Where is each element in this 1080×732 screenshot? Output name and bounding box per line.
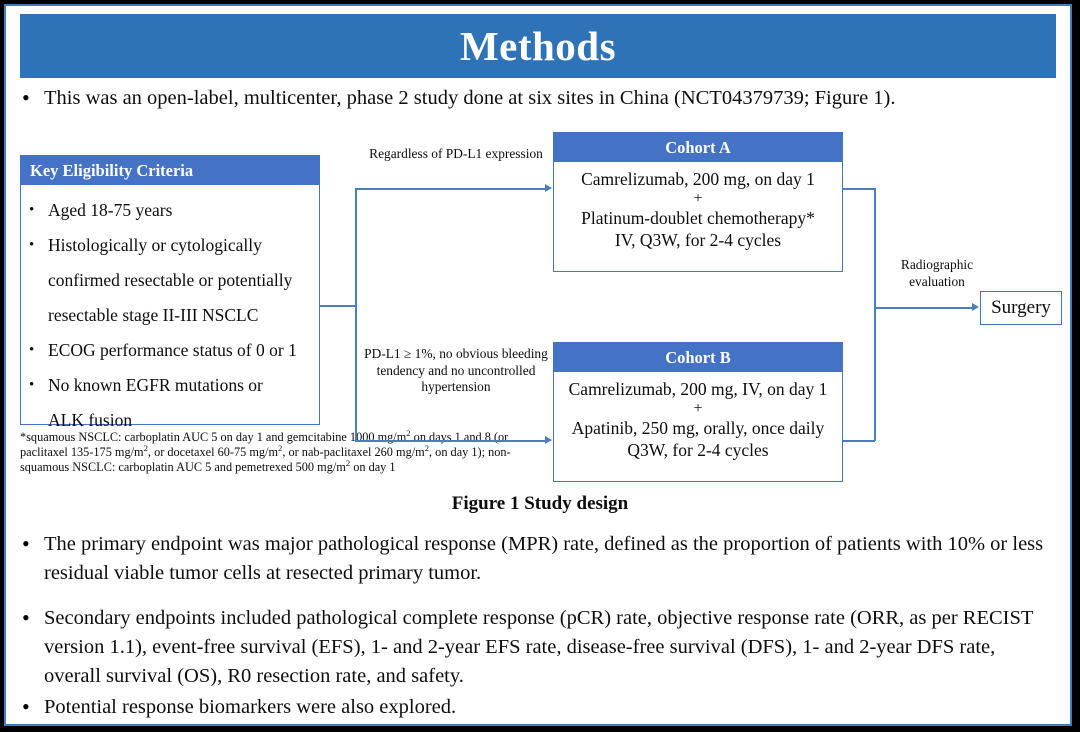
connector-split-upper [355, 188, 357, 306]
connector-stem [320, 305, 356, 307]
label-pdl1-regardless: Regardless of PD-L1 expression [369, 146, 543, 161]
biomarker-bullet-row: • Potential response biomarkers were als… [22, 693, 1054, 722]
eligibility-item-label: confirmed resectable or potentially [48, 270, 293, 290]
bullet-marker: • [22, 531, 30, 556]
footnote-line-3b: on day 1 [350, 460, 396, 475]
cohort-b-line-3: Q3W, for 2-4 cycles [627, 440, 769, 460]
slide-title-bar: Methods [20, 14, 1056, 78]
cohort-a-line-3: IV, Q3W, for 2-4 cycles [614, 230, 782, 250]
label-pdl1-threshold: PD-L1 ≥ 1%, no obvious bleeding tendency… [364, 346, 548, 394]
list-item: • Aged 18-75 years [29, 193, 313, 227]
arrowhead-icon [972, 303, 979, 311]
cohort-a-line-2: Platinum-doublet chemotherapy* [581, 208, 815, 228]
intro-bullet-row: • This was an open-label, multicenter, p… [22, 84, 1052, 113]
connector-from-cohort-a [843, 188, 875, 190]
footnote-line-2b: , or docetaxel 60-75 mg/m [147, 445, 279, 460]
arrowhead-icon [545, 184, 552, 192]
footnote-sup: 2 [424, 443, 430, 454]
intro-bullet-text: This was an open-label, multicenter, pha… [44, 87, 896, 109]
bullet-marker: • [29, 202, 35, 218]
cohort-b-header: Cohort B [554, 343, 842, 372]
footnote-line-2a: paclitaxel 135-175 mg/m [20, 445, 144, 460]
biomarker-text: Potential response biomarkers were also … [44, 696, 457, 718]
cohort-a-box: Cohort A Camrelizumab, 200 mg, on day 1 … [553, 132, 843, 272]
page-title: Methods [459, 23, 617, 69]
footnote-line-2c: , or nab-paclitaxel 260 mg/m [282, 445, 425, 460]
eligibility-item-label: No known EGFR mutations or [48, 375, 263, 395]
bullet-marker: • [29, 237, 35, 253]
cohort-b-box: Cohort B Camrelizumab, 200 mg, IV, on da… [553, 342, 843, 482]
figure-caption: Figure 1 Study design [451, 493, 629, 514]
arrowhead-icon [545, 436, 552, 444]
bullet-marker: • [22, 605, 30, 630]
list-item: ALK fusion [29, 403, 313, 437]
cohort-a-plus: + [693, 190, 703, 207]
surgery-box: Surgery [980, 291, 1062, 325]
connector-to-surgery [874, 307, 973, 309]
list-item: • ECOG performance status of 0 or 1 [29, 333, 313, 367]
bullet-marker: • [29, 377, 35, 393]
eligibility-header: Key Eligibility Criteria [21, 156, 319, 185]
connector-to-cohort-a [355, 188, 546, 190]
footnote-sup: 2 [143, 443, 148, 454]
chemotherapy-footnote: *squamous NSCLC: carboplatin AUC 5 on da… [20, 427, 548, 476]
secondary-endpoint-text: Secondary endpoints included pathologica… [44, 607, 1034, 687]
primary-endpoint-text: The primary endpoint was major pathologi… [44, 533, 1044, 584]
eligibility-item-label: Aged 18-75 years [48, 200, 173, 220]
list-item: confirmed resectable or potentially [29, 263, 313, 297]
eligibility-item-label: ECOG performance status of 0 or 1 [48, 340, 297, 360]
footnote-sup: 2 [278, 443, 283, 454]
eligibility-item-label: Histologically or cytologically [48, 235, 262, 255]
connector-merge-trunk [874, 188, 876, 441]
list-item: • No known EGFR mutations or [29, 368, 313, 402]
footnote-line-3a: squamous NSCLC: carboplatin AUC 5 and pe… [20, 460, 346, 475]
cohort-b-body: Camrelizumab, 200 mg, IV, on day 1 + Apa… [554, 372, 842, 468]
label-radiographic-evaluation: Radiographic evaluation [900, 257, 974, 289]
study-design-diagram: Key Eligibility Criteria • Aged 18-75 ye… [6, 124, 1074, 496]
eligibility-criteria-box: Key Eligibility Criteria • Aged 18-75 ye… [20, 155, 320, 430]
cohort-a-body: Camrelizumab, 200 mg, on day 1 + Platinu… [554, 162, 842, 258]
secondary-endpoint-bullet-row: • Secondary endpoints included pathologi… [22, 604, 1054, 691]
bullet-marker: • [22, 85, 30, 110]
cohort-a-header: Cohort A [554, 133, 842, 162]
list-item: • Histologically or cytologically [29, 228, 313, 262]
footnote-line-1b: on days 1 and 8 (or [410, 430, 509, 444]
connector-split-lower [355, 305, 357, 441]
eligibility-item-list: • Aged 18-75 years • Histologically or c… [21, 185, 319, 437]
list-item: resectable stage II-III NSCLC [29, 298, 313, 332]
connector-to-cohort-b [355, 440, 546, 442]
bullet-marker: • [22, 694, 30, 719]
slide-canvas: Methods • This was an open-label, multic… [4, 4, 1072, 726]
bullet-marker: • [29, 342, 35, 358]
connector-from-cohort-b [843, 440, 875, 442]
cohort-b-line-2: Apatinib, 250 mg, orally, once daily [571, 418, 825, 438]
cohort-a-line-1: Camrelizumab, 200 mg, on day 1 [581, 169, 815, 189]
primary-endpoint-bullet-row: • The primary endpoint was major patholo… [22, 530, 1054, 588]
cohort-b-plus: + [693, 400, 703, 417]
surgery-label: Surgery [991, 297, 1051, 318]
footnote-sup: 2 [406, 427, 411, 438]
eligibility-item-label: resectable stage II-III NSCLC [48, 305, 259, 325]
cohort-b-line-1: Camrelizumab, 200 mg, IV, on day 1 [568, 379, 828, 399]
footnote-line-2d: , on day 1); non- [429, 445, 511, 460]
footnote-sup: 2 [345, 458, 351, 469]
footnote-line-1a: *squamous NSCLC: carboplatin AUC 5 on da… [20, 430, 407, 444]
eligibility-item-label: ALK fusion [48, 410, 133, 430]
